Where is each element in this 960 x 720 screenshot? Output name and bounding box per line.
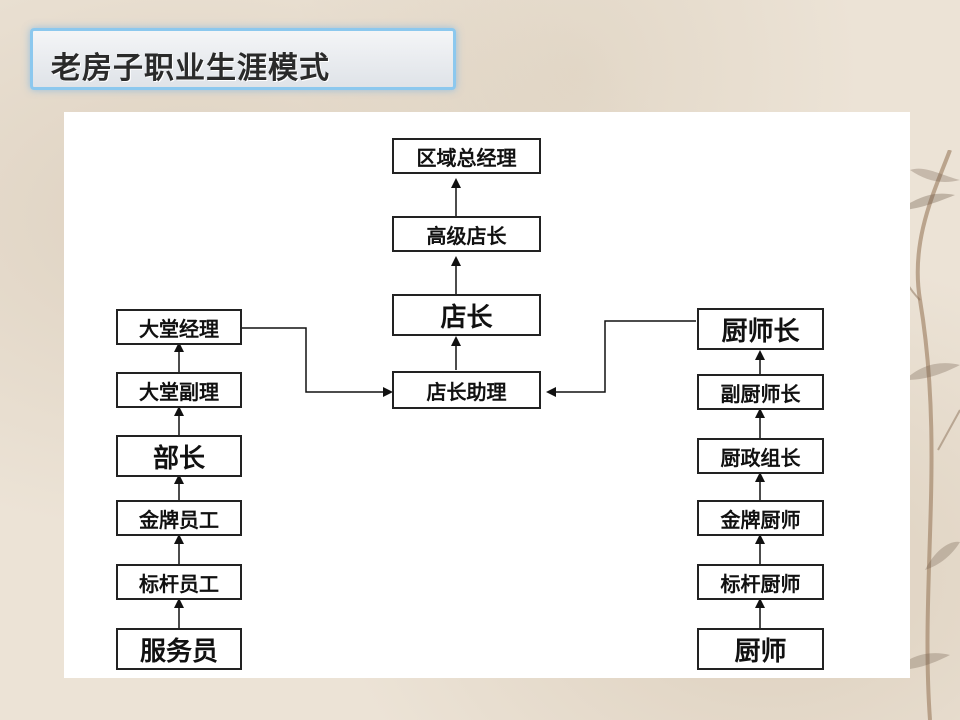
career-path-diagram: 区域总经理 高级店长 店长 店长助理 大堂经理 大堂副理 部长 金牌员工 标杆员… bbox=[64, 112, 910, 678]
node-model-staff: 标杆员工 bbox=[116, 564, 242, 600]
page-title: 老房子职业生涯模式 bbox=[51, 51, 330, 86]
node-department-head: 部长 bbox=[116, 435, 242, 477]
node-store-manager: 店长 bbox=[392, 294, 541, 336]
node-senior-store-manager: 高级店长 bbox=[392, 216, 541, 252]
node-deputy-head-chef: 副厨师长 bbox=[697, 374, 824, 410]
node-kitchen-team-leader: 厨政组长 bbox=[697, 438, 824, 474]
node-waiter: 服务员 bbox=[116, 628, 242, 670]
edge-lobby-to-assistant bbox=[242, 327, 393, 397]
node-model-chef: 标杆厨师 bbox=[697, 564, 824, 600]
bamboo-decoration bbox=[892, 150, 960, 720]
node-regional-gm: 区域总经理 bbox=[392, 138, 541, 174]
node-assistant-store-manager: 店长助理 bbox=[392, 371, 541, 409]
connectors bbox=[174, 178, 765, 628]
node-chef: 厨师 bbox=[697, 628, 824, 670]
node-gold-chef: 金牌厨师 bbox=[697, 500, 824, 536]
title-banner: 老房子职业生涯模式 bbox=[30, 28, 456, 90]
node-lobby-manager: 大堂经理 bbox=[116, 309, 242, 345]
node-head-chef: 厨师长 bbox=[697, 308, 824, 350]
edge-head-chef-to-assistant bbox=[546, 320, 696, 397]
node-gold-staff: 金牌员工 bbox=[116, 500, 242, 536]
node-deputy-lobby-manager: 大堂副理 bbox=[116, 372, 242, 408]
